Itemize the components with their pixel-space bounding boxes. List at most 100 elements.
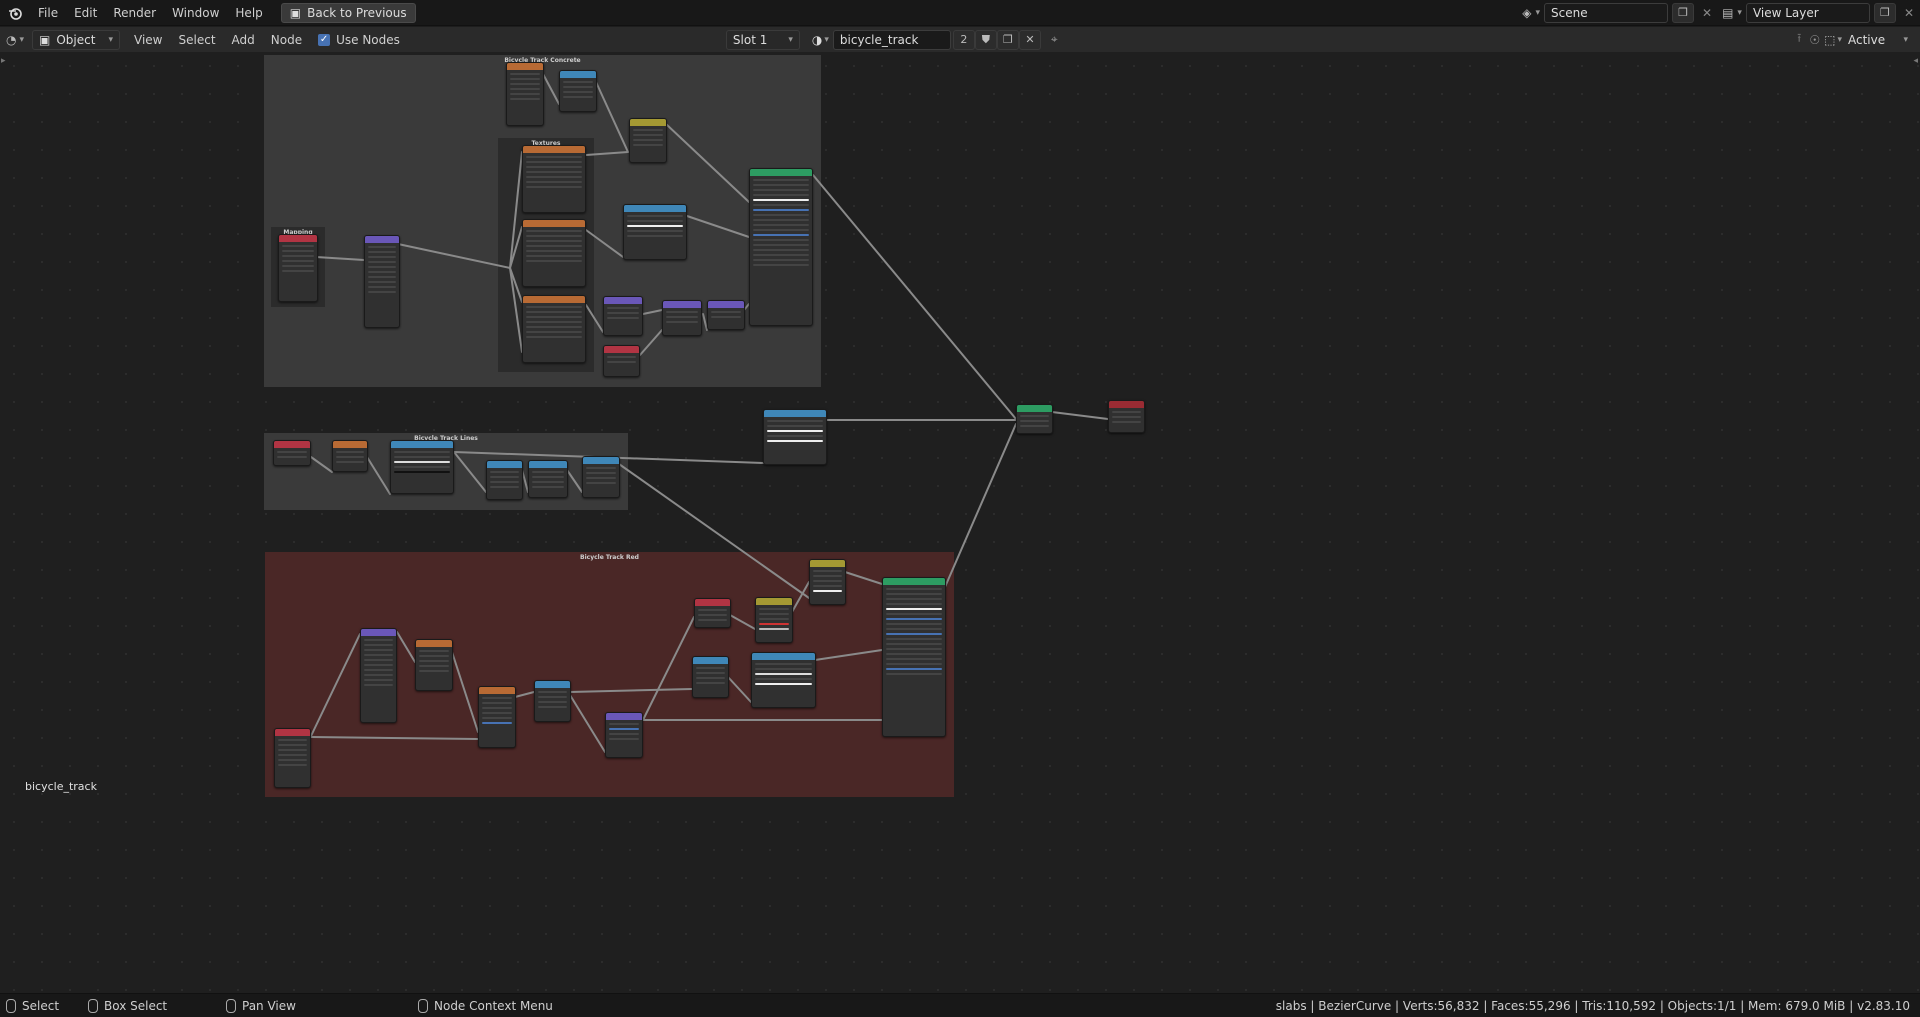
use-nodes-toggle[interactable]: ✓ Use Nodes (318, 33, 400, 47)
top-bar: File Edit Render Window Help ▣ Back to P… (0, 0, 1920, 26)
node-principled-bsdf-red[interactable] (882, 577, 946, 737)
use-nodes-label: Use Nodes (336, 32, 400, 47)
node-image-texture-3[interactable] (522, 295, 586, 363)
view-layer-name-field[interactable]: View Layer (1745, 2, 1870, 23)
node-editor-icon: ◔ (6, 32, 17, 47)
node-mapping-red[interactable] (360, 628, 397, 723)
node-layer-weight-red[interactable] (694, 598, 731, 628)
snap-mode-icon: ⬚ (1824, 32, 1836, 47)
node-bump[interactable] (603, 345, 640, 377)
chevron-down-icon: ▾ (108, 34, 114, 45)
node-mixrgb-red[interactable] (755, 597, 793, 643)
view-layer-selector[interactable]: ▤▾ View Layer ❐ ✕ (1722, 2, 1914, 23)
node-color-ramp-middle[interactable] (763, 409, 827, 465)
slot-label: Slot 1 (732, 32, 768, 47)
node-mix-shader[interactable] (1016, 404, 1053, 434)
menu-help[interactable]: Help (235, 5, 263, 20)
scene-selector[interactable]: ◈▾ Scene ❐ ✕ (1522, 2, 1722, 23)
node-displacement[interactable] (707, 300, 745, 330)
node-noise-texture-red[interactable] (415, 639, 453, 691)
pin-icon[interactable]: ⌖ (1050, 32, 1058, 46)
slot-dropdown[interactable]: Slot 1 ▾ (725, 29, 800, 50)
node-mixrgb-yellow[interactable] (629, 118, 667, 163)
mouse-drag-icon (88, 998, 98, 1013)
node-color-ramp-red[interactable] (751, 652, 816, 708)
node-bump-vector[interactable] (662, 300, 702, 336)
node-mix-lines-1[interactable] (486, 460, 523, 500)
scene-name-field[interactable]: Scene (1544, 2, 1668, 23)
node-material-output[interactable] (1108, 400, 1145, 433)
material-browse-button[interactable]: ◑▾ (811, 32, 829, 47)
mouse-left-icon (6, 998, 16, 1013)
menu-add[interactable]: Add (231, 32, 255, 47)
user-count-badge[interactable]: 2 (952, 29, 975, 50)
status-pan-view-label: Pan View (242, 998, 296, 1013)
status-box-select: Box Select (88, 998, 198, 1013)
node-links (310, 73, 1109, 753)
node-color-ramp-top[interactable] (623, 204, 687, 260)
node-mix-lines-3[interactable] (582, 456, 620, 498)
snap-target-label: Active (1848, 32, 1886, 47)
node-geometry-top[interactable] (506, 62, 544, 126)
duplicate-material-icon[interactable]: ❐ (996, 29, 1019, 50)
status-select-label: Select (22, 998, 60, 1013)
node-voronoi-texture-red[interactable] (478, 686, 516, 748)
use-nodes-checkbox[interactable]: ✓ (318, 33, 331, 46)
delete-view-layer-icon[interactable]: ✕ (1903, 5, 1914, 20)
status-pan-view: Pan View (226, 998, 390, 1013)
chevron-down-icon: ▾ (1903, 34, 1908, 45)
blender-logo-icon[interactable] (6, 4, 24, 22)
view-layer-icon: ▤ (1722, 5, 1734, 20)
node-mix-red-2[interactable] (692, 656, 729, 698)
node-texture-coordinate[interactable] (278, 234, 318, 302)
material-sphere-icon: ◑ (811, 32, 823, 47)
menu-select[interactable]: Select (178, 32, 216, 47)
fake-user-shield-icon[interactable]: ⛊ (974, 29, 997, 50)
node-gradient-texture[interactable] (332, 440, 368, 472)
frame-textures-label: Textures (531, 140, 561, 147)
node-uv-map[interactable] (273, 440, 311, 466)
toolbar-toggle-icon[interactable]: ▸ (1, 56, 6, 66)
new-view-layer-icon[interactable]: ❐ (1873, 2, 1896, 23)
node-mixrgb-red-2[interactable] (809, 559, 846, 605)
node-color-ramp-lines[interactable] (390, 440, 454, 494)
editor-type-selector[interactable]: ◔▾ (6, 32, 25, 47)
node-mix-top[interactable] (559, 70, 597, 112)
back-to-previous-label: Back to Previous (307, 5, 407, 20)
node-principled-bsdf-top[interactable] (749, 168, 813, 326)
snap-target-dropdown[interactable]: Active ▾ (1842, 31, 1914, 49)
node-geometry-red[interactable] (274, 728, 311, 788)
parent-node-tree-icon[interactable]: ⭱ (1797, 31, 1802, 45)
snap-mode-dropdown[interactable]: ⬚▾ (1824, 32, 1842, 47)
node-image-texture-2[interactable] (522, 219, 586, 287)
menu-file[interactable]: File (38, 5, 59, 20)
material-name-field[interactable]: bicycle_track (832, 29, 951, 50)
object-type-label: Object (56, 32, 96, 47)
mouse-right-icon (418, 998, 428, 1013)
object-cube-icon: ▣ (39, 32, 51, 47)
menu-node[interactable]: Node (270, 32, 303, 47)
new-scene-icon[interactable]: ❐ (1672, 2, 1694, 23)
mouse-middle-icon (226, 998, 236, 1013)
node-normal-map[interactable] (603, 296, 643, 336)
status-bar: Select Box Select Pan View Node Context … (0, 993, 1920, 1017)
delete-scene-icon[interactable]: ✕ (1702, 5, 1713, 20)
unlink-material-icon[interactable]: ✕ (1018, 29, 1041, 50)
node-bump-red[interactable] (605, 712, 643, 758)
node-image-texture-1[interactable] (522, 145, 586, 213)
node-mapping[interactable] (364, 235, 400, 328)
snap-icon[interactable]: ☉ (1809, 32, 1821, 47)
menu-render[interactable]: Render (113, 5, 157, 20)
menu-view[interactable]: View (134, 32, 163, 47)
node-mix-lines-2[interactable] (528, 460, 568, 498)
status-select: Select (6, 998, 60, 1013)
menu-edit[interactable]: Edit (74, 5, 98, 20)
status-context-menu-label: Node Context Menu (434, 998, 553, 1013)
sidebar-toggle-icon[interactable]: ◂ (1913, 56, 1918, 66)
menu-window[interactable]: Window (172, 5, 220, 20)
node-editor-canvas[interactable]: Bicycle Track Concrete Bicycle Track Lin… (0, 52, 1920, 993)
node-mix-red-1[interactable] (534, 680, 571, 722)
back-to-previous-button[interactable]: ▣ Back to Previous (280, 2, 416, 23)
node-tree-name-label: bicycle_track (25, 780, 97, 793)
object-type-dropdown[interactable]: ▣ Object ▾ (32, 29, 121, 50)
